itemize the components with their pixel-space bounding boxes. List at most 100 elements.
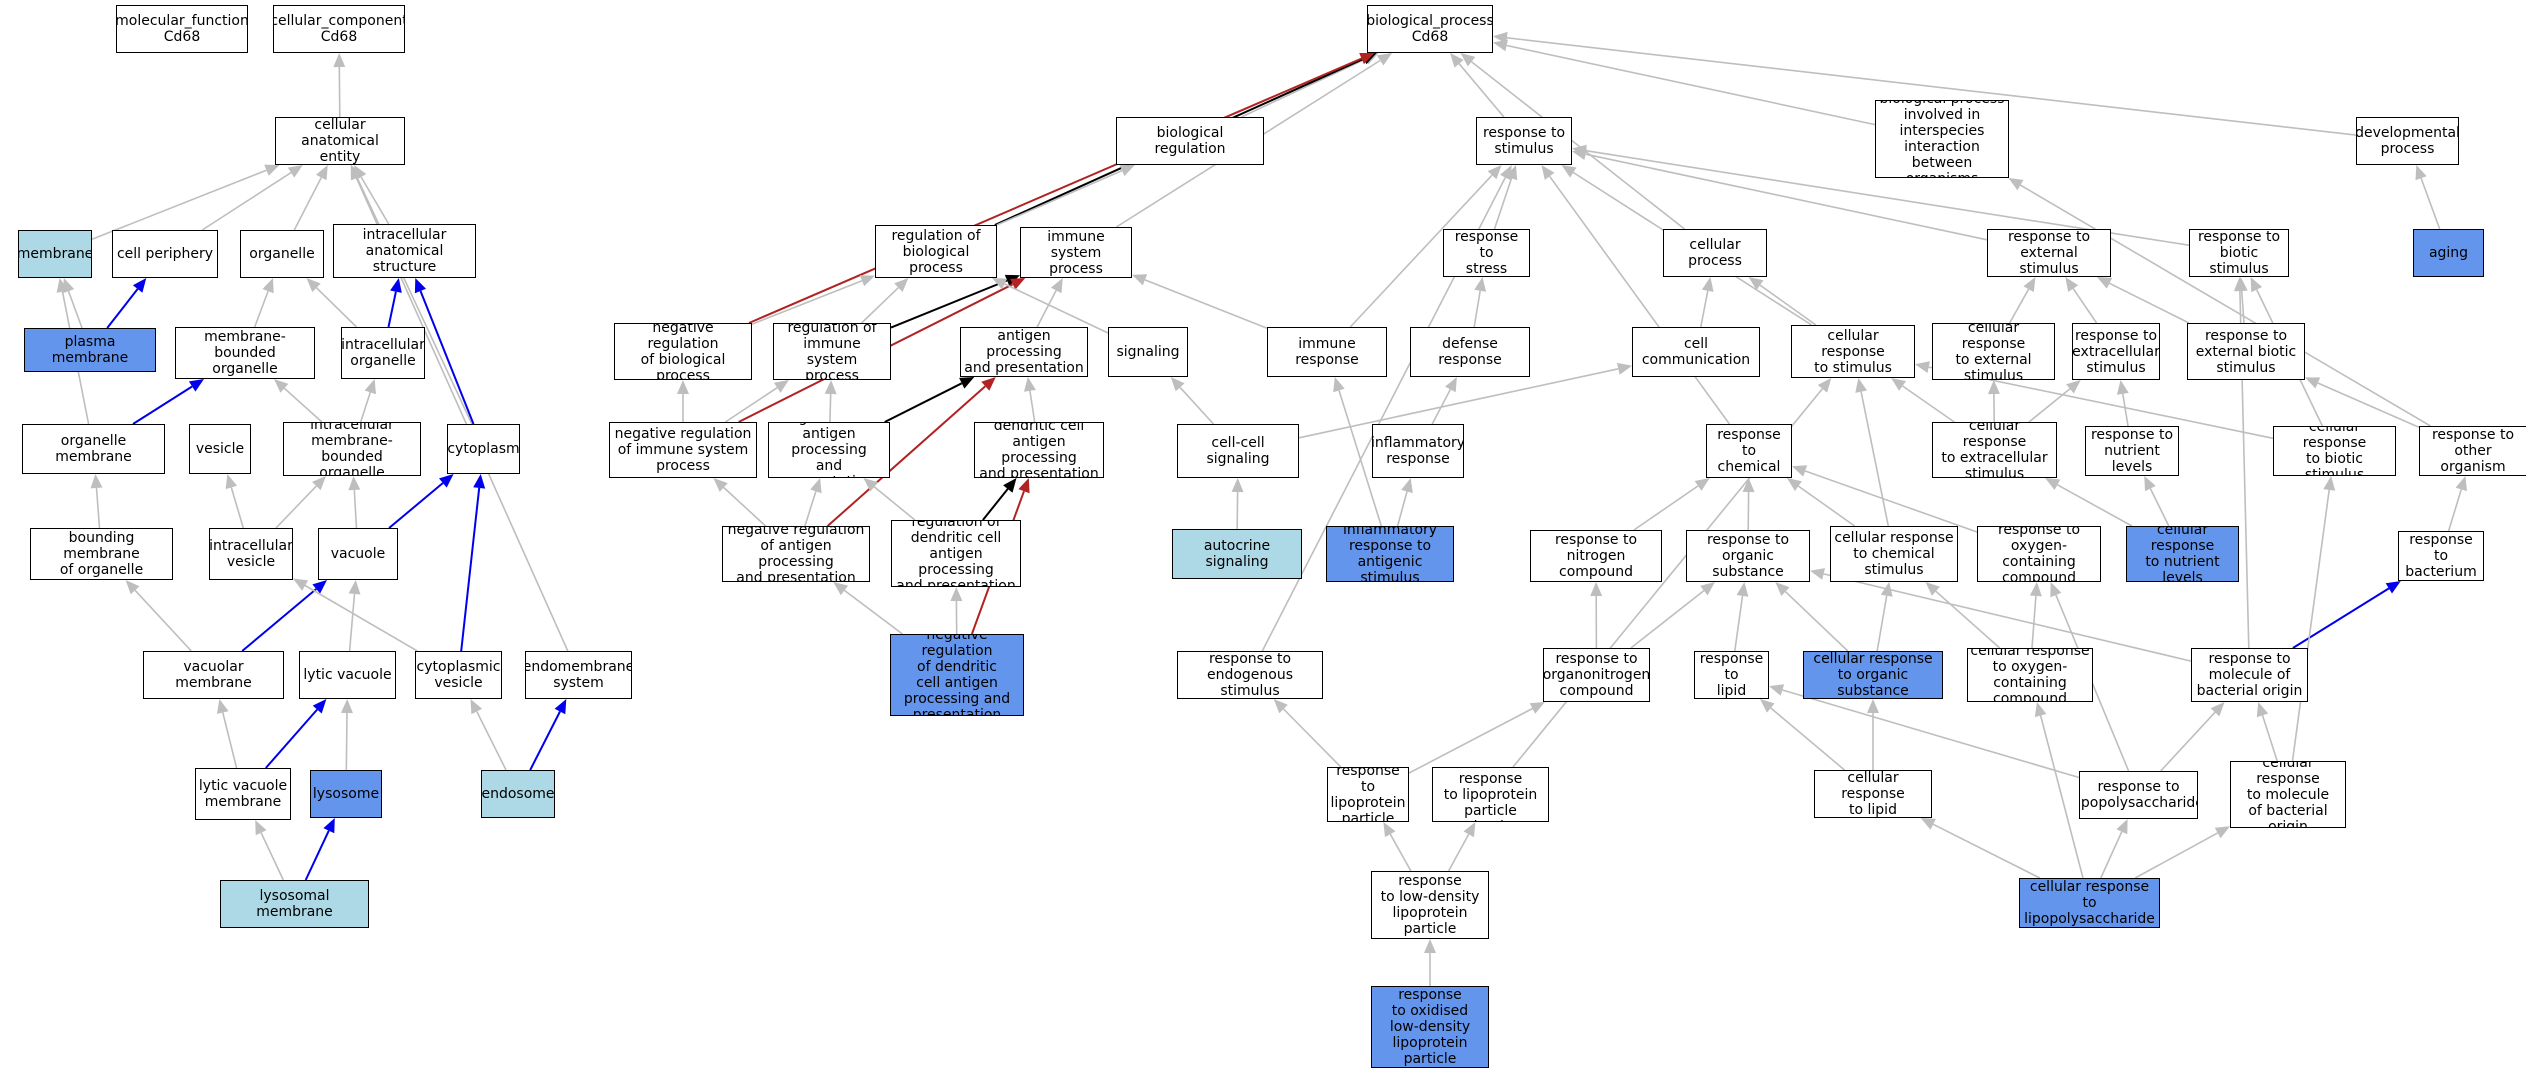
node-crtchem[interactable]: cellular response to chemical stimulus (1830, 526, 1958, 582)
edge-irtas-to-immresp (1333, 377, 1383, 527)
edge-arrowhead (2116, 819, 2128, 835)
node-app[interactable]: antigen processing and presentation (960, 327, 1088, 377)
node-cellper[interactable]: cell periphery (112, 230, 218, 278)
node-crtorgsub[interactable]: cellular response to organic substance (1803, 651, 1943, 699)
node-cytoplasm[interactable]: cytoplasm (447, 424, 520, 474)
node-bpinter[interactable]: biological process involved in interspec… (1875, 100, 2009, 178)
node-defresp[interactable]: defense response (1410, 327, 1530, 377)
node-rtoxy[interactable]: response to oxygen-containing compound (1977, 526, 2101, 582)
edge-line (260, 832, 285, 881)
node-rtextracell[interactable]: response to extracellular stimulus (2072, 323, 2160, 380)
node-rtextbiotic[interactable]: response to external biotic stimulus (2187, 323, 2305, 380)
node-endosome[interactable]: endosome (481, 770, 555, 818)
node-dcapp[interactable]: dendritic cell antigen processing and pr… (974, 422, 1104, 478)
node-nrbp[interactable]: negative regulation of biological proces… (614, 323, 752, 380)
edge-arrowhead (1760, 699, 1775, 713)
node-rtorgsub[interactable]: response to organic substance (1686, 530, 1810, 582)
node-crtext[interactable]: cellular response to external stimulus (1932, 323, 2055, 380)
node-lysmem[interactable]: lysosomal membrane (220, 880, 369, 928)
node-rtnutr[interactable]: response to nutrient levels (2085, 426, 2179, 476)
node-rapp[interactable]: regulation of antigen processing and pre… (768, 422, 890, 478)
edge-rtorganonitro-to-rtorgsub (1630, 582, 1715, 649)
edge-vacmem-to-bmo (125, 580, 192, 652)
node-crtlipops[interactable]: cellular response to lipoprotein particl… (1432, 767, 1549, 822)
node-rtchem[interactable]: response to chemical (1706, 424, 1792, 478)
node-irtas[interactable]: inflammatory response to antigenic stimu… (1326, 526, 1454, 582)
node-bmo[interactable]: bounding membrane of organelle (30, 528, 173, 580)
node-rtbiotic[interactable]: response to biotic stimulus (2189, 229, 2289, 277)
node-immresp[interactable]: immune response (1267, 327, 1387, 377)
edge-nrdcapp-to-nrapp (833, 582, 903, 635)
node-intorg[interactable]: intracellular organelle (341, 327, 425, 379)
node-cellcomm[interactable]: cell communication (1632, 327, 1760, 377)
node-lysosome[interactable]: lysosome (310, 770, 382, 818)
node-rtlps[interactable]: response to lipopolysaccharide (2079, 771, 2198, 819)
node-bp[interactable]: biological_process Cd68 (1367, 5, 1493, 53)
node-lvm[interactable]: lytic vacuole membrane (195, 768, 291, 820)
node-cytves[interactable]: cytoplasmic vesicle (415, 651, 502, 699)
node-cc[interactable]: cellular_component Cd68 (273, 5, 405, 53)
edge-line (2028, 388, 2071, 423)
node-rtbact[interactable]: response to bacterium (2398, 531, 2484, 581)
edge-lysmem-to-lysosome (304, 818, 335, 881)
node-mf[interactable]: molecular_function Cd68 (116, 5, 248, 53)
node-inflresp[interactable]: inflammatory response (1372, 424, 1464, 478)
node-rts[interactable]: response to stimulus (1476, 117, 1572, 165)
node-vacmem[interactable]: vacuolar membrane (143, 651, 284, 699)
node-rdcapp[interactable]: regulation of dendritic cell antigen pro… (891, 520, 1021, 587)
node-regbp[interactable]: regulation of biological process (875, 225, 997, 278)
edge-line (1389, 833, 1412, 872)
edge-line (1902, 385, 1955, 423)
node-crtoxy[interactable]: cellular response to oxygen-containing c… (1967, 648, 2093, 702)
edge-crtlps-to-crtoxy (2034, 702, 2084, 879)
node-cae[interactable]: cellular anatomical entity (275, 117, 405, 165)
node-nrdcapp[interactable]: negative regulation of dendritic cell an… (890, 634, 1024, 716)
edge-rtotherorg-to-bpinter (2008, 178, 2431, 427)
node-isp[interactable]: immune system process (1020, 227, 1132, 278)
node-crtmbo[interactable]: cellular response to molecule of bacteri… (2230, 761, 2346, 828)
node-crtbiotic[interactable]: cellular response to biotic stimulus (2273, 426, 2396, 476)
node-devproc[interactable]: developmental process (2356, 117, 2459, 165)
node-crtextracell[interactable]: cellular response to extracellular stimu… (1932, 422, 2057, 478)
node-crts[interactable]: cellular response to stimulus (1791, 325, 1915, 378)
node-rtstress[interactable]: response to stress (1443, 229, 1530, 277)
node-crtldl[interactable]: cellular response to low-density lipopro… (1371, 871, 1489, 939)
node-lytvac[interactable]: lytic vacuole (299, 651, 396, 699)
node-rtmbo[interactable]: response to molecule of bacterial origin (2191, 648, 2308, 702)
node-vacuole[interactable]: vacuole (318, 528, 398, 580)
edge-line (353, 489, 358, 529)
node-membrane[interactable]: membrane (18, 230, 92, 278)
node-crtlps[interactable]: cellular response to lipopolysaccharide (2019, 878, 2160, 928)
node-intves[interactable]: intracellular vesicle (209, 528, 293, 580)
node-nrapp[interactable]: negative regulation of antigen processin… (722, 526, 870, 582)
node-crtlip[interactable]: cellular response to lipid (1814, 770, 1932, 818)
node-rtendo[interactable]: response to endogenous stimulus (1177, 651, 1323, 699)
node-endomem[interactable]: endomembrane system (525, 651, 632, 699)
node-nrisp[interactable]: negative regulation of immune system pro… (609, 422, 757, 478)
node-risp[interactable]: regulation of immune system process (773, 323, 891, 380)
node-aging[interactable]: aging (2413, 229, 2484, 277)
node-bioreg[interactable]: biological regulation (1116, 117, 1264, 165)
node-autosig[interactable]: autocrine signaling (1172, 529, 1302, 579)
node-signaling[interactable]: signaling (1108, 327, 1188, 377)
node-crtoxldl[interactable]: cellular response to oxidised low-densit… (1371, 986, 1489, 1068)
node-mbo[interactable]: membrane-bounded organelle (175, 327, 315, 379)
edge-line (275, 485, 317, 529)
edge-arrowhead (1572, 144, 1587, 157)
node-vesicle[interactable]: vesicle (189, 424, 251, 474)
node-organelle[interactable]: organelle (240, 230, 324, 278)
node-rtlipid[interactable]: response to lipid (1694, 651, 1769, 699)
node-cellproc[interactable]: cellular process (1663, 229, 1767, 277)
node-pm[interactable]: plasma membrane (24, 328, 156, 372)
node-crtnutr[interactable]: cellular response to nutrient levels (2126, 526, 2239, 582)
node-rtorganonitro[interactable]: response to organonitrogen compound (1543, 648, 1650, 702)
node-rtnitro[interactable]: response to nitrogen compound (1530, 530, 1662, 582)
edge-arrowhead (1529, 702, 1545, 714)
node-rtlipo[interactable]: response to lipoprotein particle (1327, 767, 1409, 822)
node-rtotherorg[interactable]: response to other organism (2419, 426, 2526, 476)
node-ias[interactable]: intracellular anatomical structure (333, 224, 476, 278)
node-rtext[interactable]: response to external stimulus (1987, 229, 2111, 277)
node-ccsig[interactable]: cell-cell signaling (1177, 424, 1299, 478)
node-imbo[interactable]: intracellular membrane-bounded organelle (283, 422, 421, 476)
node-orgmem[interactable]: organelle membrane (22, 424, 165, 474)
